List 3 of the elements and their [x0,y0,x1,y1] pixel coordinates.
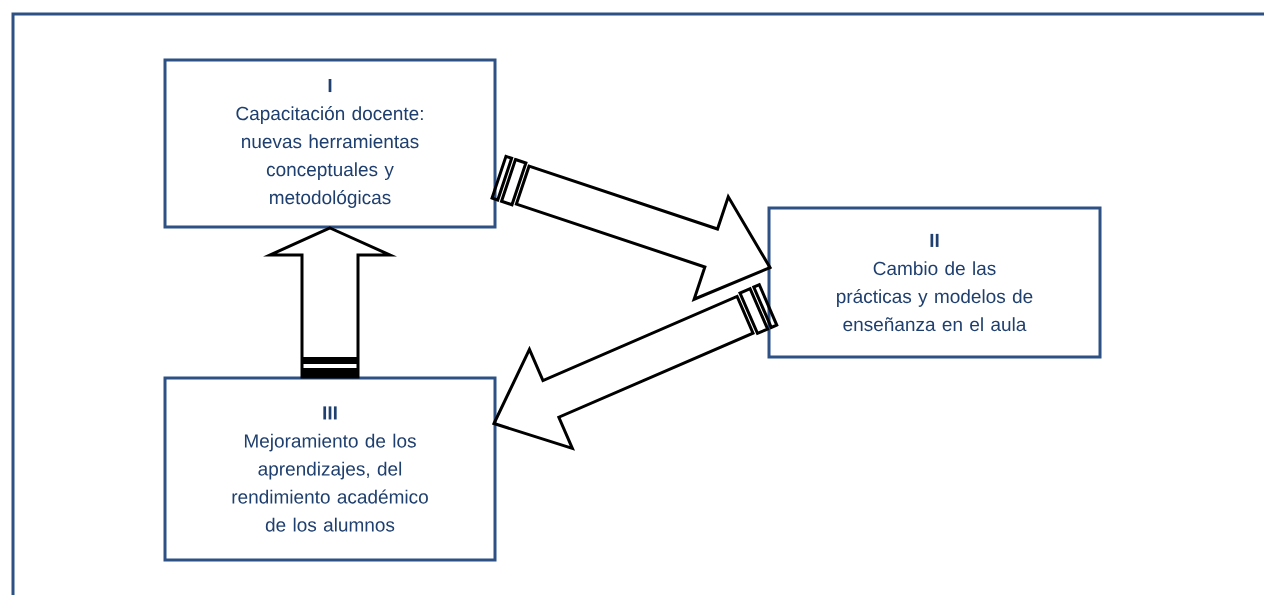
process-box: I Capacitación docente: nuevas herramientas conceptuales y metodológicas [163,58,497,229]
process-box: III Mejoramiento de los aprendizajes, del rendimiento académico de los alumnos [163,376,497,562]
process-box: II Cambio de las prácticas y modelos de enseñanza en el aula [767,206,1102,359]
